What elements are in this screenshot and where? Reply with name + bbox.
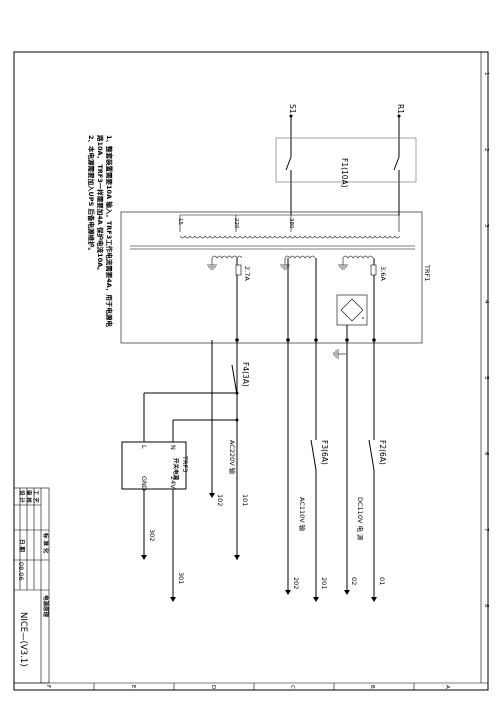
psu-pin: N — [169, 445, 177, 450]
psu-pin: L — [140, 445, 148, 449]
note-line: 路10A， TRF3一样需要加4A 保护电流10A。 — [96, 135, 105, 274]
grid-letters: A B C D E F — [45, 685, 450, 689]
sheet-border — [13, 51, 489, 691]
terminal-label: 02 — [350, 577, 358, 585]
tap-label: 220 — [233, 218, 239, 229]
terminal-label: 101 — [241, 494, 249, 506]
title-block: 设 计 审 核 工 艺 标 准 化 日 期 08.06 电源原理 NICE—(V… — [13, 487, 50, 684]
psu-label: TRF3 — [181, 455, 189, 472]
grid-number: 3 — [483, 224, 489, 228]
terminal-label: 202 — [292, 577, 300, 589]
input-label: S1 — [288, 104, 297, 114]
grid-number: 7 — [483, 528, 489, 532]
drawing-number: NICE—(V3.1) — [18, 612, 28, 667]
date-label: 日 期 — [18, 539, 26, 552]
title-row-label: 设 计 — [18, 490, 26, 503]
fuse-label: F3(6A) — [320, 440, 329, 465]
secondary-conductors — [211, 258, 376, 597]
psu-trf3: L N TRF3 开关电源 GND 24V — [121, 441, 189, 597]
grid-letter: B — [369, 685, 375, 689]
terminal-label: 201 — [320, 577, 328, 589]
breaker-f1: F1(10A) — [275, 137, 417, 188]
secondary-fuse-label: 2.7A — [243, 266, 251, 281]
transformer-trf1: TRF1 15 220 380 2.7A 3.6A — [120, 211, 431, 344]
branch-label: DC110V 电 源 — [356, 497, 365, 541]
grid-number: 5 — [483, 376, 489, 380]
input-s1: S1 — [285, 104, 297, 215]
note-line: 1、整套装置需要10A 输入，TRF3工作电流需要4A，用于电源电 — [105, 135, 114, 327]
input-label: R1 — [396, 104, 405, 114]
grid-number: 8 — [483, 604, 489, 608]
grid-number: 2 — [483, 148, 489, 152]
terminal-label: 01 — [378, 577, 386, 585]
transformer-label: TRF1 — [423, 264, 431, 281]
input-r1: R1 — [393, 104, 405, 215]
grid-letter: E — [130, 685, 136, 689]
grid-number: 1 — [483, 72, 489, 76]
grid-letter: C — [289, 685, 295, 689]
note-line: 2、本电源需要加入UPS 后备电源维护。 — [87, 135, 96, 254]
terminal-label: 102 — [216, 494, 224, 506]
branch-label: AC220V 输 — [228, 440, 237, 475]
tap-label: 15 — [177, 218, 183, 225]
drawing-title: 电源原理 — [42, 595, 50, 618]
ac220-branch: F4(3A) AC220V 输 — [143, 362, 250, 475]
terminal-label: 302 — [148, 529, 156, 541]
fuse-label: F4(3A) — [241, 362, 250, 387]
terminal-label: 301 — [177, 572, 185, 584]
notes: 1、整套装置需要10A 输入，TRF3工作电流需要4A，用于电源电 路10A， … — [87, 135, 114, 327]
grid-numbers: 1 2 3 4 5 6 7 8 — [483, 72, 489, 608]
title-row-label: 工 艺 — [32, 490, 40, 503]
grid-letter: F — [45, 685, 51, 688]
psu-pin: GND — [140, 476, 148, 491]
grid-number: 6 — [483, 452, 489, 456]
tap-label: 380 — [288, 218, 294, 229]
breaker-label: F1(10A) — [340, 158, 349, 188]
grid-letter: A — [444, 685, 450, 689]
psu-sublabel: 开关电源 — [172, 458, 180, 481]
secondary-fuse-label: 3.6A — [379, 266, 387, 281]
grid-letter: D — [210, 685, 216, 689]
date-value: 08.06 — [17, 562, 25, 581]
terminals: 101 102 201 202 01 02 301 302 — [141, 493, 386, 602]
designer-label: 标 准 化 — [42, 532, 50, 554]
title-row-label: 审 核 — [25, 490, 33, 503]
branch-label: AC110V 输 — [298, 497, 307, 532]
fuse-label: F2(6A) — [378, 440, 387, 465]
grid-number: 4 — [483, 300, 489, 304]
psu-pin: 24V — [169, 476, 177, 489]
zone-dividers — [93, 683, 415, 690]
